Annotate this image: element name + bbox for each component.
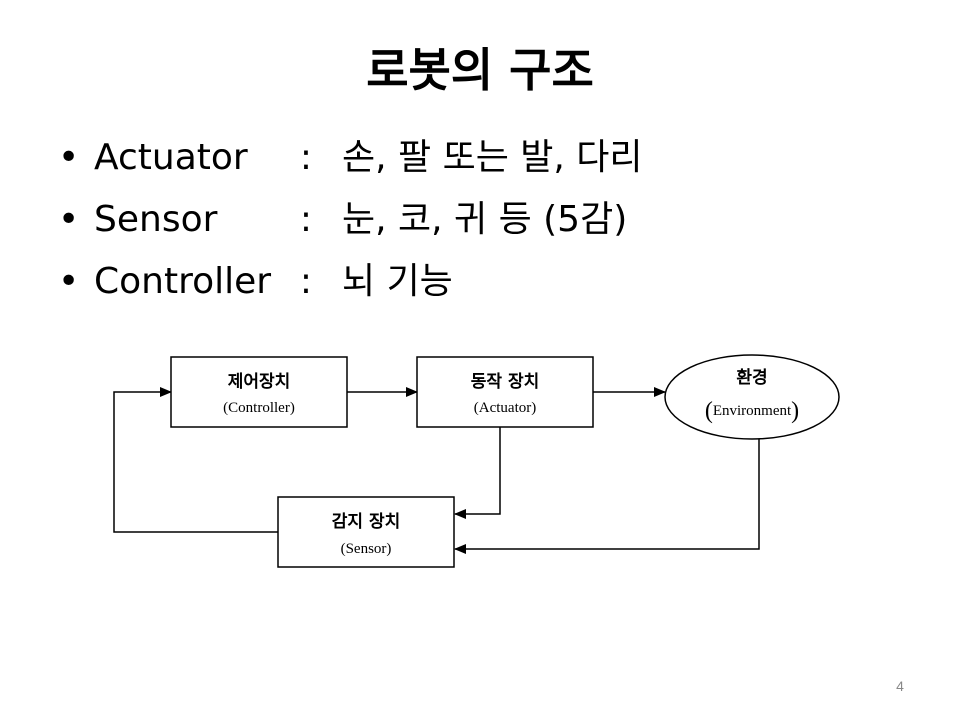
- bullet-description: 뇌 기능: [342, 261, 453, 302]
- page-number: 4: [896, 678, 904, 694]
- environment-title: 환경: [736, 368, 767, 388]
- controller-box: 제어장치 (Controller): [170, 356, 348, 428]
- arrow-sensor-to-controller: [113, 387, 278, 533]
- environment-paren-close: ): [791, 398, 799, 424]
- sensor-subtitle: (Sensor): [341, 541, 392, 557]
- environment-subtitle-text: Environment: [713, 403, 792, 419]
- bullet-description: 손, 팔 또는 발, 다리: [342, 137, 643, 178]
- bullet-term: Actuator: [94, 137, 248, 178]
- actuator-subtitle: (Actuator): [474, 400, 536, 416]
- environment-node: 환경 (Environment): [664, 354, 840, 440]
- sensor-title: 감지 장치: [332, 512, 400, 532]
- bullet-separator: :: [299, 137, 313, 178]
- environment-subtitle: (Environment): [705, 398, 799, 424]
- bullet-description: 눈, 코, 귀 등 (5감): [342, 199, 628, 240]
- actuator-title: 동작 장치: [471, 372, 539, 392]
- actuator-box: 동작 장치 (Actuator): [416, 356, 594, 428]
- arrow-environment-to-sensor: [454, 438, 760, 554]
- bullet-marker: •: [58, 261, 80, 302]
- bullet-item-actuator: • Actuator : 손, 팔 또는 발, 다리: [58, 132, 918, 194]
- bullet-term: Controller: [94, 261, 272, 302]
- bullet-term: Sensor: [94, 199, 218, 240]
- bullet-separator: :: [299, 261, 313, 302]
- sensor-box: 감지 장치 (Sensor): [277, 496, 455, 568]
- slide-title: 로봇의 구조: [366, 43, 594, 97]
- controller-title: 제어장치: [228, 372, 291, 392]
- bullet-marker: •: [58, 199, 80, 240]
- controller-subtitle: (Controller): [223, 400, 295, 416]
- arrow-actuator-to-sensor: [454, 427, 501, 519]
- bullet-list: • Actuator : 손, 팔 또는 발, 다리 • Sensor : 눈,…: [58, 132, 918, 318]
- bullet-marker: •: [58, 137, 80, 178]
- bullet-item-sensor: • Sensor : 눈, 코, 귀 등 (5감): [58, 194, 918, 256]
- bullet-separator: :: [299, 199, 313, 240]
- bullet-item-controller: • Controller : 뇌 기능: [58, 256, 918, 318]
- environment-paren-open: (: [705, 398, 713, 424]
